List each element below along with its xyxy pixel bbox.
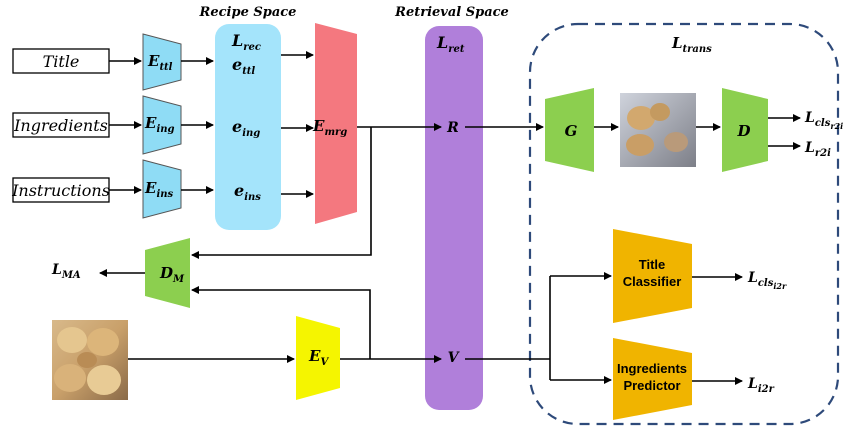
ingredients-predictor: [613, 338, 692, 420]
encoder-ins-label: Eins: [144, 179, 174, 200]
discriminator-d-label: D: [736, 122, 750, 140]
encoder-ing-label: Eing: [144, 114, 175, 135]
instructions-input-label: Instructions: [11, 181, 110, 200]
retrieval-space-box: [425, 26, 483, 410]
emb-ing: eing: [232, 117, 260, 139]
loss-ma: LMA: [51, 262, 81, 281]
encoder-mrg-label: Emrg: [312, 117, 347, 138]
title-classifier-line2: Classifier: [623, 274, 682, 289]
recipe-space-label: Recipe Space: [199, 5, 297, 20]
emb-ins: eins: [234, 181, 261, 203]
loss-i2r: Li2r: [747, 376, 775, 395]
title-classifier: [613, 229, 692, 323]
encoder-v: [296, 316, 340, 400]
decoder-dm: [145, 238, 190, 308]
generator-g-label: G: [565, 122, 578, 140]
input-food-image: [52, 320, 128, 400]
title-input-label: Title: [43, 52, 80, 71]
generator-g: [545, 88, 594, 172]
loss-r2i: Lr2i: [804, 140, 831, 159]
ingredients-predictor-line2: Predictor: [623, 378, 680, 393]
encoder-mrg: [315, 23, 357, 224]
connectors: [99, 51, 801, 385]
encoder-v-label: EV: [308, 347, 329, 368]
retrieval-space-label: Retrieval Space: [394, 5, 509, 20]
ingredients-predictor-line1: Ingredients: [617, 361, 687, 376]
title-input-box: Title: [12, 48, 110, 74]
recipe-space-box: [215, 24, 281, 230]
loss-rec: Lrec: [231, 31, 261, 53]
loss-trans: Ltrans: [671, 34, 712, 55]
node-R: R: [446, 120, 459, 136]
loss-ret: Lret: [436, 33, 465, 55]
node-V: V: [448, 350, 461, 366]
ingredients-input-box: Ingredients: [12, 112, 110, 138]
encoder-ttl: [142, 33, 182, 91]
trans-region: [528, 22, 840, 426]
instructions-input-box: Instructions: [11, 177, 110, 203]
encoder-ins: [142, 159, 182, 219]
encoder-ing: [142, 95, 182, 155]
ingredients-input-label: Ingredients: [13, 116, 108, 135]
encoder-ttl-label: Ettl: [147, 52, 173, 73]
loss-cls-i2r: Lclsi2r: [747, 270, 787, 291]
loss-cls-r2i: Lclsr2i: [804, 110, 843, 131]
decoder-dm-label: DM: [159, 264, 185, 285]
emb-ttl: ettl: [232, 55, 255, 77]
title-classifier-line1: Title: [639, 257, 666, 272]
discriminator-d: [722, 88, 768, 172]
generated-food-image: [620, 93, 696, 167]
